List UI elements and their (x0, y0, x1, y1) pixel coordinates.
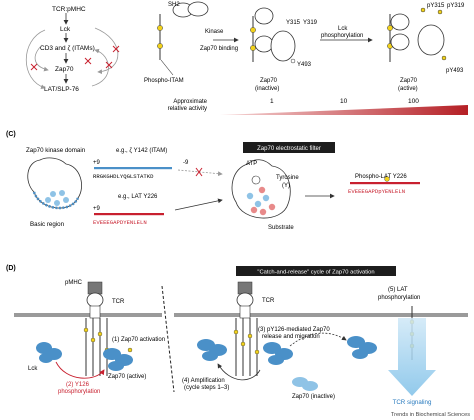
kinase-label: Kinase (205, 29, 224, 35)
y315-label: Y315 (286, 20, 301, 26)
activity-100: 100 (408, 98, 419, 105)
active-label: (active) (398, 86, 418, 92)
step4-label-1: (4) Amplification (182, 378, 225, 384)
lck-label: Lck (28, 366, 38, 372)
activity-wedge (220, 105, 468, 115)
relative-activity-scale: Approximate relative activity 1 10 100 (168, 98, 468, 115)
atp-label: ATP (246, 161, 257, 167)
y319-label: Y319 (303, 20, 318, 26)
charge-itam-out: -9 (183, 160, 189, 166)
filter-cross (195, 167, 203, 177)
py319-label: pY319 (447, 3, 465, 9)
catch-title-bar (236, 266, 396, 276)
step1-label: (1) Zap70 activation (112, 337, 165, 343)
step4-label-2: (cycle steps 1–3) (184, 385, 229, 391)
kinase-domain-label: Zap70 kinase domain (26, 147, 86, 154)
py493-label: pY493 (446, 68, 464, 74)
zap70-binding-label: Zap70 binding (200, 46, 238, 52)
zap70-inactive-name: Zap70 (260, 78, 278, 84)
py315-label: pY315 (427, 3, 445, 9)
membrane-right (174, 313, 468, 317)
step5-label-1: (5) LAT (388, 287, 408, 293)
tcr-right-label: TCR (262, 298, 275, 304)
panel-c-label: (C) (6, 131, 16, 138)
step3-label-1: (3) pY126-mediated Zap70 (258, 327, 330, 333)
cd3-node-label: CD3 and ζ (ITAMs) (40, 45, 95, 52)
zap70-phospho-itam-diagram: SH2 Kinase Phospho-ITAM (144, 1, 224, 84)
tcr-signaling-label: TCR signaling (393, 399, 432, 406)
filter-title: Zap70 electrostatic filter (257, 146, 321, 152)
catch-title: "Catch-and-release" cycle of Zap70 activ… (257, 270, 374, 276)
lck-phos-label-2: phosphorylation (321, 33, 363, 39)
tcr-pmhc-label: TCR:pMHC (52, 6, 86, 13)
sh2-label: SH2 (168, 2, 180, 8)
seq-lat: EVEEEGAPDYENLELN (93, 219, 147, 226)
panel-b-network: TCR:pMHC Lck CD3 and ζ (ITAMs) Zap70 LAT… (25, 6, 120, 93)
eg-lat-label: e.g., LAT Y226 (118, 194, 158, 200)
basic-region-label: Basic region (30, 221, 65, 228)
lck-node-label: Lck (60, 26, 71, 33)
tcr-complex-left (83, 281, 110, 376)
step5-label-2: phosphorylation (378, 295, 420, 301)
y493-label: Y493 (297, 62, 312, 68)
filter-title-bar (243, 142, 335, 153)
inhibition-cross-marks (30, 45, 120, 71)
step3-label-2: release and migration (262, 334, 320, 340)
panel-d-label: (D) (6, 265, 16, 272)
eg-itam-label: e.g., ζ Y142 (ITAM) (116, 148, 167, 154)
footer-credit: Trends in Biochemical Sciences (391, 412, 470, 418)
inactive-label: (inactive) (255, 86, 279, 92)
tyrosine-label-2: (Y) (282, 183, 290, 189)
zap70-inactive-diagram: Y315 Y319 Y493 Zap70 (inactive) (250, 7, 318, 92)
zap70-active-diagram: pY315 pY319 pY493 Zap70 (active) (387, 3, 465, 92)
phospho-lat-label: Phospho-LAT Y226 (355, 174, 407, 180)
zap70-node-label: Zap70 (55, 66, 74, 73)
membrane-left (14, 313, 162, 317)
approx-label-2: relative activity (168, 106, 207, 112)
zap-inactive-label: Zap70 (inactive) (292, 394, 335, 400)
approx-label-1: Approximate (173, 99, 207, 105)
phospho-itam-label: Phospho-ITAM (144, 78, 184, 84)
zap-right-group (197, 336, 377, 391)
substrate-label: Substrate (268, 225, 294, 231)
tcr-left-label: TCR (112, 299, 125, 305)
lat-node-label: LAT/SLP-76 (44, 86, 79, 93)
lck-phos-label-1: Lck (338, 26, 348, 32)
lat-signaling (388, 306, 436, 396)
seq-plat: EVEEEGAPDpYENLELN (348, 188, 405, 195)
seq-itam: RRGKGHDLYQGLSTATKD (93, 173, 154, 180)
kinase-domain-shape (27, 157, 82, 210)
step2-label-2: phosphorylation (58, 389, 100, 395)
tcr-complex-right (233, 281, 260, 376)
activity-1: 1 (270, 98, 274, 105)
charge-lat: +9 (93, 206, 101, 212)
pmhc-label: pMHC (65, 280, 83, 286)
lck-zap-left (36, 342, 133, 371)
step2-label-1: (2) Y126 (66, 382, 90, 388)
charge-itam: +9 (93, 160, 101, 166)
zap70-active-name: Zap70 (400, 78, 418, 84)
zap-active-label: Zap70 (active) (108, 374, 146, 380)
activity-10: 10 (340, 98, 348, 105)
filter-kinase-shape (231, 159, 291, 219)
tyrosine-label-1: Tyrosine (276, 175, 299, 181)
